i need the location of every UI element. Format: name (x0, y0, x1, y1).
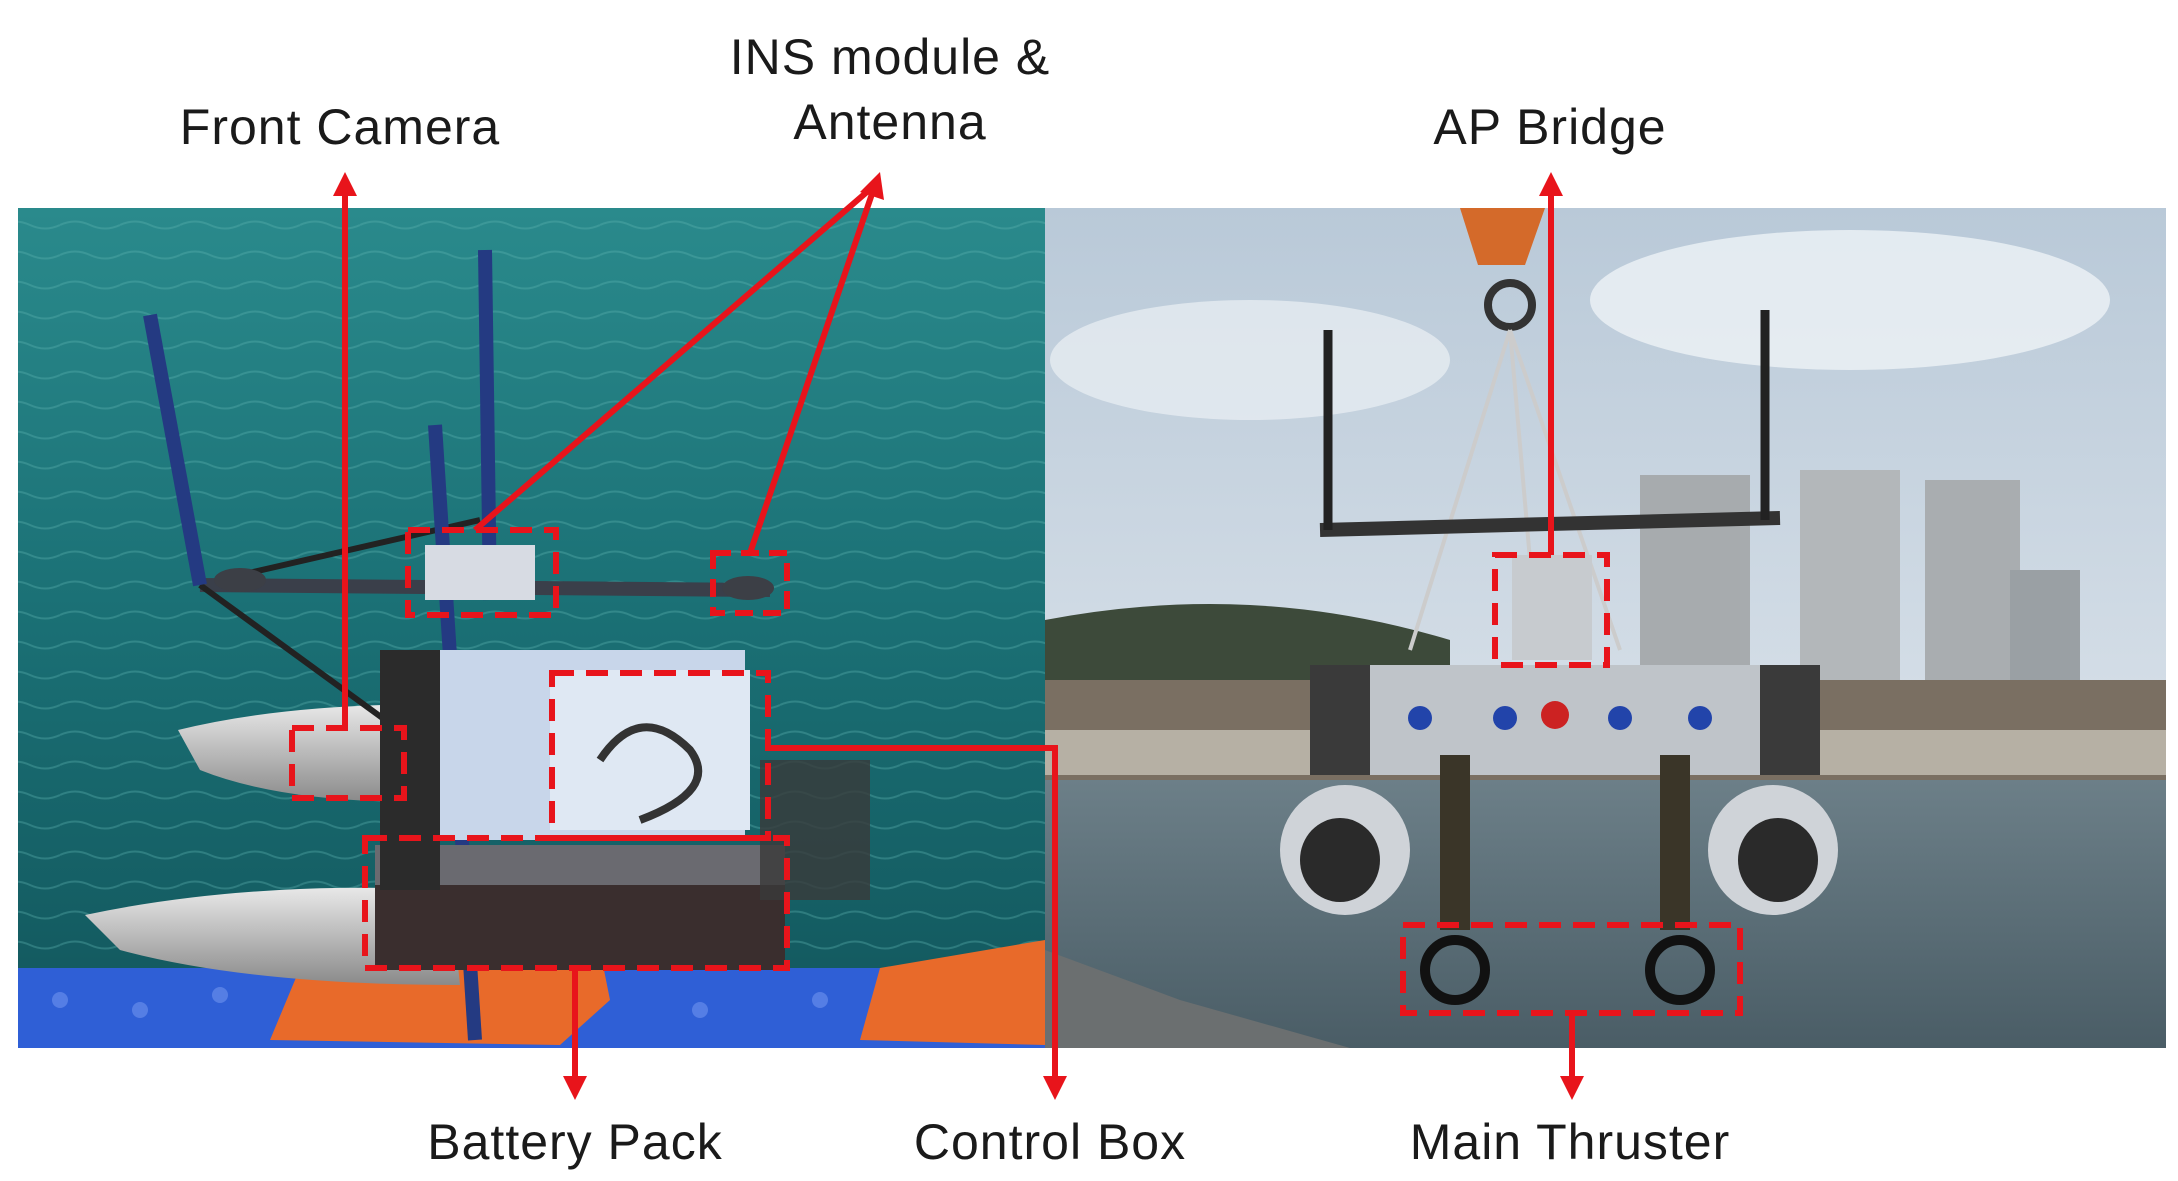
battery-arrowhead (563, 1076, 587, 1100)
annotations (289, 172, 1743, 1100)
ins-leader-2 (747, 184, 878, 554)
ins-box-outline (405, 527, 559, 618)
front-camera-label: Front Camera (179, 99, 501, 155)
ins-module-antenna-label: INS module & Antenna (680, 25, 1100, 155)
battery-pack-label: Battery Pack (427, 1114, 723, 1170)
ins-label-line-1: INS module & (729, 29, 1051, 85)
control-box-outline (549, 670, 771, 841)
ins-leader-1 (473, 182, 877, 533)
ap-bridge-arrowhead (1539, 172, 1563, 196)
main-thruster-label: Main Thruster (1409, 1114, 1731, 1170)
ins-label-line-2: Antenna (793, 94, 987, 150)
control-box-leader (768, 745, 1058, 1088)
thruster-arrowhead (1560, 1076, 1584, 1100)
ins-arrowhead (860, 172, 884, 200)
control-box-arrowhead (1043, 1076, 1067, 1100)
control-box-label: Control Box (913, 1114, 1187, 1170)
front-camera-arrowhead (333, 172, 357, 196)
left-photo (18, 208, 1045, 1048)
ap-bridge-label: AP Bridge (1433, 99, 1667, 155)
